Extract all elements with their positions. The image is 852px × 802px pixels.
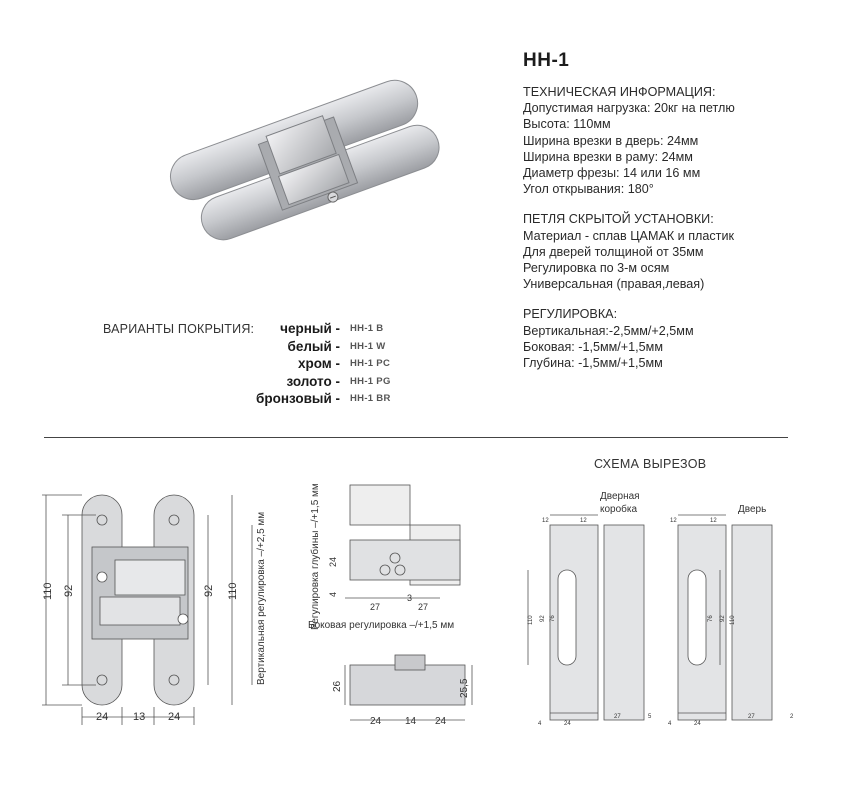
spec-line: Для дверей толщиной от 35мм — [523, 244, 704, 259]
spec-line: Материал - сплав ЦАМАК и пластик — [523, 228, 734, 243]
dim-label: 76 — [550, 615, 556, 622]
dim-label: 13 — [133, 711, 145, 723]
dim-label: 24 — [564, 721, 571, 727]
cutout-schema-drawing: Дверная коробка Дверь 12 12 12 12 110 92… — [527, 491, 794, 727]
variant-name: хром - — [297, 356, 340, 372]
dim-label: 24 — [694, 721, 701, 727]
dim-label: 27 — [614, 714, 621, 720]
vertical-adjust-label: Вертикальная регулировка –/+2,5 мм — [256, 512, 267, 685]
hinge-info-header: ПЕТЛЯ СКРЫТОЙ УСТАНОВКИ: — [523, 212, 714, 227]
variant-name: золото - — [286, 373, 340, 389]
variant-row: черный - HH-1 B — [180, 320, 400, 338]
variant-code: HH-1 BR — [350, 393, 391, 405]
door-label: Дверь — [738, 504, 766, 515]
dim-label: 92 — [720, 615, 726, 622]
hinge-photo — [170, 79, 440, 241]
spec-line: Боковая: -1,5мм/+1,5мм — [523, 339, 663, 354]
dim-label: 27 — [370, 602, 380, 612]
dim-label: 3 — [407, 593, 412, 603]
schema-title: СХЕМА ВЫРЕЗОВ — [594, 457, 707, 471]
variant-row: белый - HH-1 W — [180, 338, 400, 356]
dim-label: 92 — [203, 585, 215, 597]
spec-line: Ширина врезки в раму: 24мм — [523, 149, 693, 164]
spec-block: ТЕХНИЧЕСКАЯ ИНФОРМАЦИЯ: Допустимая нагру… — [523, 84, 735, 371]
dim-label: 12 — [670, 518, 677, 524]
variant-row: бронзовый - HH-1 BR — [180, 390, 400, 408]
dim-label: 4 — [538, 721, 542, 727]
dim-label: 110 — [730, 615, 736, 625]
variant-name: бронзовый - — [256, 391, 340, 407]
spec-line: Диаметр фрезы: 14 или 16 мм — [523, 166, 701, 181]
dim-label: 2 — [790, 714, 794, 720]
front-view-drawing: 110 92 92 110 24 13 24 Вертикальная регу… — [42, 494, 267, 725]
spec-line: Универсальная (правая,левая) — [523, 277, 705, 292]
variants-list: черный - HH-1 B белый - HH-1 W хром - HH… — [180, 320, 400, 408]
dim-label: 5 — [648, 714, 652, 720]
adjust-header: РЕГУЛИРОВКА: — [523, 307, 618, 322]
spec-line: Угол открывания: 180° — [523, 182, 654, 197]
frame-label: Дверная — [600, 491, 640, 502]
dim-label: 92 — [540, 615, 546, 622]
dim-label: 4 — [328, 592, 338, 597]
spec-line: Вертикальная:-2,5мм/+2,5мм — [523, 323, 694, 338]
dim-label: 12 — [542, 518, 549, 524]
section-divider — [44, 437, 788, 438]
dim-label: 25,5 — [459, 678, 470, 698]
dim-label: 14 — [405, 716, 417, 727]
side-view-drawing: Регулировка глубины –/+1,5 мм 24 4 27 3 … — [308, 483, 473, 727]
dim-label: 24 — [328, 557, 338, 567]
dim-label: 110 — [528, 615, 534, 625]
dim-label: 27 — [748, 714, 755, 720]
variant-code: HH-1 W — [350, 340, 386, 352]
variant-name: белый - — [287, 338, 341, 354]
spec-line: Допустимая нагрузка: 20кг на петлю — [523, 101, 735, 116]
variant-code: HH-1 PG — [350, 375, 391, 387]
frame-label: коробка — [600, 503, 637, 515]
variant-row: золото - HH-1 PG — [180, 373, 400, 391]
dim-label: 12 — [580, 518, 587, 524]
dim-label: 24 — [435, 716, 447, 727]
variant-name: черный - — [280, 321, 340, 337]
variant-code: HH-1 B — [350, 323, 384, 335]
dim-label: 92 — [63, 585, 75, 597]
dim-label: 24 — [370, 716, 382, 727]
depth-adjust-label: Регулировка глубины –/+1,5 мм — [309, 483, 321, 630]
spec-line: Глубина: -1,5мм/+1,5мм — [523, 356, 663, 371]
variant-code: HH-1 PC — [350, 358, 391, 370]
dim-label: 27 — [418, 602, 428, 612]
dim-label: 76 — [708, 615, 714, 622]
dim-label: 4 — [668, 721, 672, 727]
tech-info-header: ТЕХНИЧЕСКАЯ ИНФОРМАЦИЯ: — [523, 85, 716, 99]
dim-label: 26 — [332, 680, 343, 692]
dim-label: 110 — [42, 582, 54, 600]
variants-label: ВАРИАНТЫ ПОКРЫТИЯ: — [103, 322, 255, 336]
dim-label: 24 — [96, 711, 108, 723]
spec-line: Высота: 110мм — [523, 117, 611, 132]
dim-label: 12 — [710, 518, 717, 524]
dim-label: 24 — [168, 711, 180, 723]
spec-line: Ширина врезки в дверь: 24мм — [523, 133, 699, 148]
variant-row: хром - HH-1 PC — [180, 355, 400, 373]
side-adjust-label: Боковая регулировка –/+1,5 мм — [308, 620, 454, 631]
product-title: HH-1 — [523, 50, 570, 71]
dim-label: 110 — [227, 582, 239, 600]
spec-line: Регулировка по 3-м осям — [523, 261, 670, 276]
